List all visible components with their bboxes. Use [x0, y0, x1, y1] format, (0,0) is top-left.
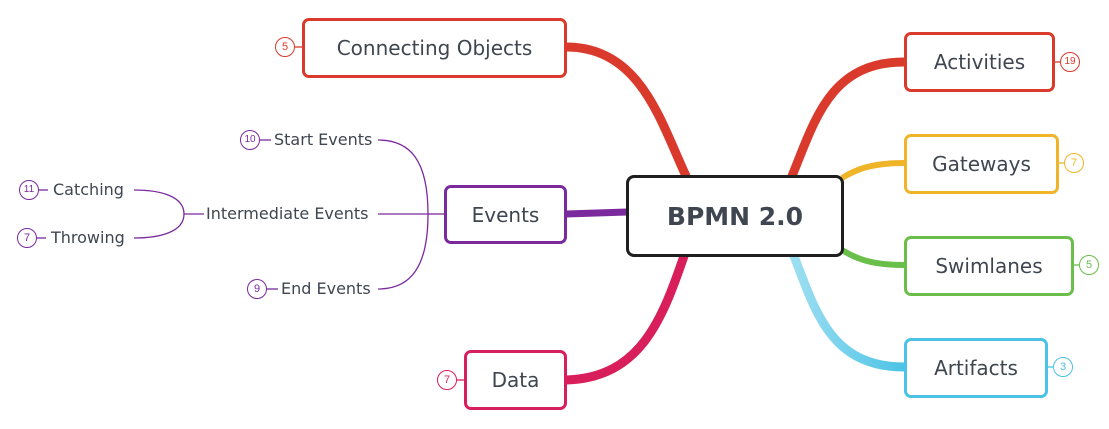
- topic-swimlanes[interactable]: Swimlanes: [904, 236, 1074, 296]
- topic-activities-label: Activities: [933, 50, 1026, 74]
- subtopic-catching[interactable]: Catching: [53, 180, 124, 199]
- topic-events[interactable]: Events: [444, 185, 567, 244]
- branch-activities: [787, 57, 909, 181]
- link-end-events: [377, 213, 429, 290]
- link-catching: [133, 189, 185, 215]
- branch-events: [565, 208, 628, 218]
- branch-swimlanes: [840, 247, 905, 268]
- subtopic-end-events[interactable]: End Events: [281, 279, 371, 298]
- branch-artifacts: [789, 251, 909, 372]
- link-start-events: [377, 139, 429, 215]
- count-badge-catching[interactable]: 11: [19, 180, 39, 200]
- subtopic-throwing[interactable]: Throwing: [51, 228, 125, 247]
- count-badge-throwing[interactable]: 7: [17, 228, 37, 248]
- count-badge-swimlanes[interactable]: 5: [1079, 255, 1099, 275]
- count-badge-start-events[interactable]: 10: [240, 130, 260, 150]
- count-badge-artifacts[interactable]: 3: [1053, 357, 1073, 377]
- topic-connecting-objects[interactable]: Connecting Objects: [302, 18, 567, 78]
- branch-connecting-objects: [561, 42, 691, 181]
- count-badge-gateways[interactable]: 7: [1064, 153, 1084, 173]
- count-badge-end-events[interactable]: 9: [247, 279, 267, 299]
- topic-data-label: Data: [491, 368, 540, 392]
- topic-data[interactable]: Data: [464, 350, 567, 410]
- count-badge-data[interactable]: 7: [437, 370, 457, 390]
- topic-gateways[interactable]: Gateways: [904, 134, 1059, 194]
- topic-artifacts-label: Artifacts: [934, 356, 1018, 380]
- branch-gateways: [840, 160, 905, 181]
- topic-events-label: Events: [471, 202, 540, 227]
- branch-data: [561, 251, 689, 385]
- subtopic-intermediate-events[interactable]: Intermediate Events: [206, 204, 369, 223]
- topic-connecting-objects-label: Connecting Objects: [336, 36, 533, 60]
- root-topic-label: BPMN 2.0: [666, 201, 804, 231]
- topic-gateways-label: Gateways: [932, 152, 1031, 176]
- link-throwing: [133, 213, 185, 239]
- topic-swimlanes-label: Swimlanes: [935, 254, 1043, 278]
- count-badge-activities[interactable]: 19: [1060, 52, 1080, 72]
- count-badge-connecting-objects[interactable]: 5: [275, 37, 295, 57]
- topic-artifacts[interactable]: Artifacts: [904, 338, 1048, 398]
- root-topic[interactable]: BPMN 2.0: [626, 175, 844, 257]
- subtopic-start-events[interactable]: Start Events: [274, 130, 373, 149]
- topic-activities[interactable]: Activities: [904, 32, 1055, 92]
